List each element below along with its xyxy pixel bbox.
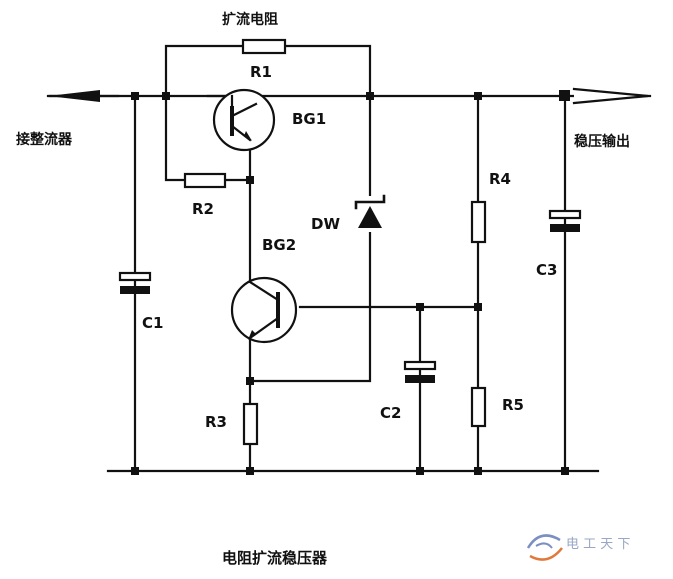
from-rectifier-label: 接整流器: [16, 131, 73, 148]
resistor-r4: [470, 200, 487, 244]
junction-dot: [416, 467, 424, 475]
output-arrow-icon: [572, 87, 649, 105]
capacitor-c1: [118, 271, 152, 294]
label-c3: C3: [536, 261, 557, 279]
watermark: 电 工 天 下: [526, 534, 630, 561]
dw-branch-wire: [248, 94, 372, 383]
input-arrow-icon: [46, 90, 120, 102]
transistor-bg1: [212, 88, 276, 152]
junctions: [131, 90, 570, 475]
junction-dot: [162, 92, 170, 100]
junction-dot: [474, 92, 482, 100]
junction-dot: [561, 467, 569, 475]
junction-dot: [246, 467, 254, 475]
label-bg1: BG1: [292, 110, 326, 128]
resistor-r5: [470, 386, 487, 428]
junction-dot: [474, 467, 482, 475]
label-dw: DW: [311, 215, 340, 233]
zener-diode-dw: [354, 194, 386, 232]
resistor-r1: [241, 38, 287, 55]
capacitor-c3: [548, 209, 582, 232]
junction-dot: [474, 303, 482, 311]
resistor-r3: [242, 402, 259, 446]
label-bg2: BG2: [262, 236, 296, 254]
diagram-caption: 电阻扩流稳压器: [222, 549, 328, 567]
wires: [48, 44, 652, 473]
junction-dot: [131, 467, 139, 475]
regulated-output-label: 稳压输出: [574, 133, 630, 150]
label-c1: C1: [142, 314, 163, 332]
label-r2: R2: [192, 200, 214, 218]
junction-dot: [559, 90, 570, 101]
junction-dot: [131, 92, 139, 100]
label-r1: R1: [250, 63, 272, 81]
swirl-logo-icon: [526, 534, 563, 561]
label-c2: C2: [380, 404, 401, 422]
label-r3: R3: [205, 413, 227, 431]
expansion-resistor-label: 扩流电阻: [222, 11, 278, 28]
junction-dot: [366, 92, 374, 100]
junction-dot: [246, 176, 254, 184]
transistor-bg2: [230, 276, 298, 344]
resistor-r2: [183, 172, 227, 189]
capacitor-c2: [403, 360, 437, 383]
junction-dot: [416, 303, 424, 311]
label-r5: R5: [502, 396, 524, 414]
watermark-text: 电 工 天 下: [566, 537, 630, 552]
junction-dot: [246, 377, 254, 385]
label-r4: R4: [489, 170, 511, 188]
